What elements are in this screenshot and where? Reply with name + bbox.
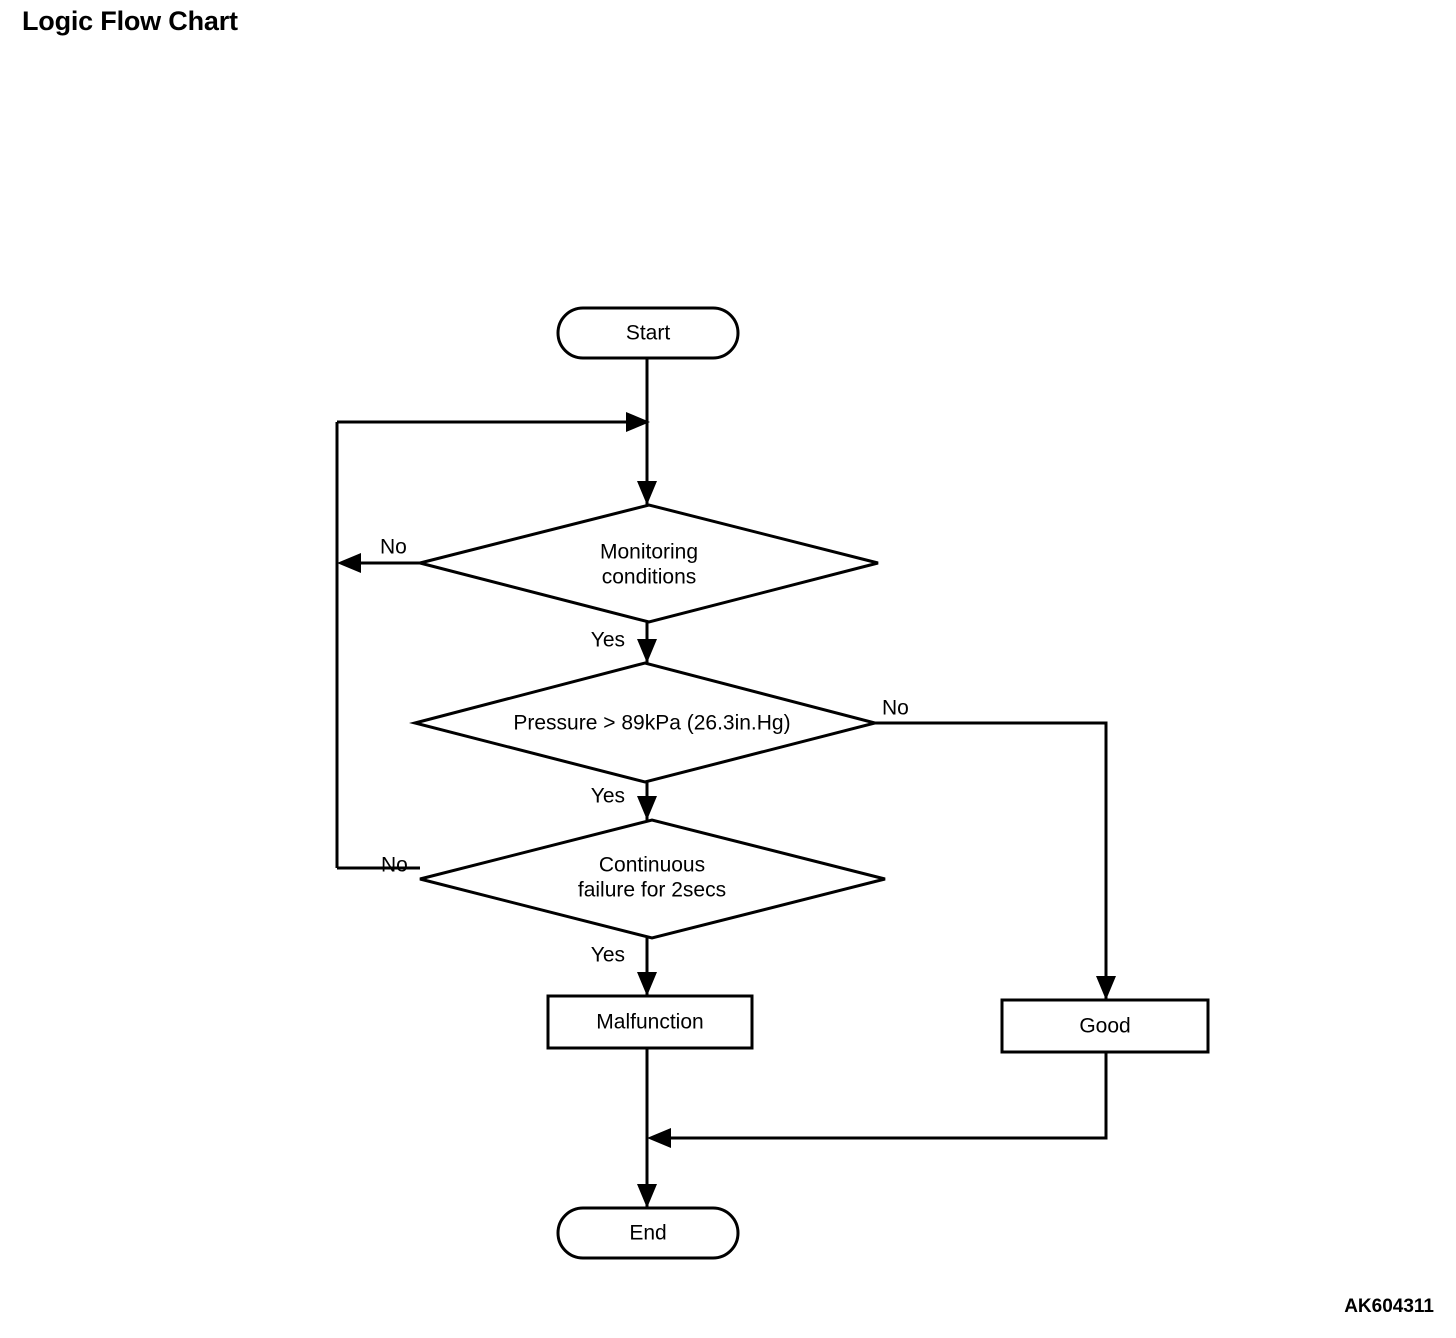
node-start[interactable] [556,306,740,360]
node-malfunction[interactable] [546,994,754,1050]
arrowhead-pressure-no [1096,976,1116,1000]
node-pressure-label: Pressure > 89kPa (26.3in.Hg) [513,712,790,735]
edge-label-monitoring-yes: Yes [591,629,625,652]
node-pressure-check[interactable] [409,661,881,784]
arrowhead-good-into-trunk [647,1128,671,1148]
edge-label-monitoring-no: No [380,536,407,559]
edge-label-pressure-no: No [882,697,909,720]
arrowhead-monitoring-yes [637,639,657,663]
node-continuous-line2: failure for 2secs [578,879,726,902]
arrowhead-start-to-monitoring [637,481,657,505]
arrowhead-monitoring-no [337,553,361,573]
arrowhead-continuous-yes [637,972,657,996]
page-title: Logic Flow Chart [22,6,238,36]
node-end-label: End [629,1222,666,1245]
node-good[interactable] [1000,998,1210,1054]
node-monitoring-conditions[interactable] [419,503,879,624]
figure-reference-code: AK604311 [1344,1296,1434,1317]
edge-label-pressure-yes: Yes [591,785,625,808]
arrowhead-pressure-yes [637,796,657,820]
node-start-label: Start [626,322,671,345]
edge-good-to-end [655,1052,1108,1140]
node-monitoring-line1: Monitoring [600,541,698,564]
arrowhead-feedback-into-trunk [626,412,650,432]
arrowhead-to-end [637,1184,657,1208]
edge-pressure-no [875,721,1108,1000]
edge-label-continuous-no: No [381,854,408,877]
node-end[interactable] [556,1206,740,1260]
node-continuous-line1: Continuous [599,854,705,877]
node-monitoring-line2: conditions [602,566,697,589]
node-good-label: Good [1079,1015,1130,1038]
edge-label-continuous-yes: Yes [591,944,625,967]
node-continuous-failure[interactable] [419,818,886,940]
node-malfunction-label: Malfunction [596,1011,703,1034]
